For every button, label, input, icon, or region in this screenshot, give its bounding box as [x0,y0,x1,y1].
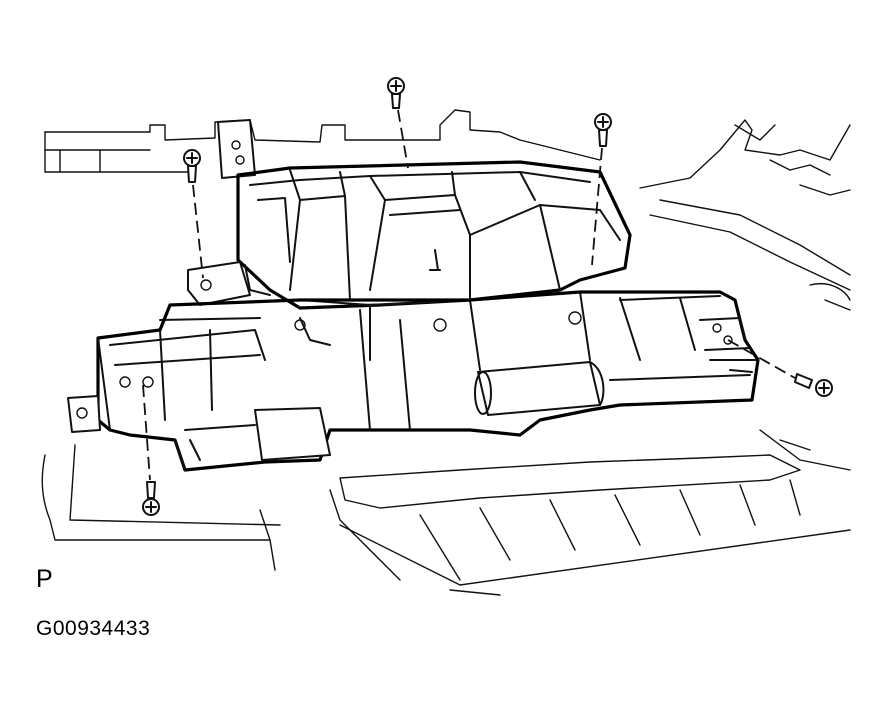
screw-top-center [387,77,409,169]
dashboard-frame [41,109,851,596]
screw-bottom-left [142,384,160,516]
screw-right [727,339,833,397]
figure-id: G00934433 [36,617,151,640]
screw-top-left [183,149,204,279]
view-label: P [36,565,53,593]
screw-top-right [591,113,612,266]
blower-unit-housing [67,160,760,472]
